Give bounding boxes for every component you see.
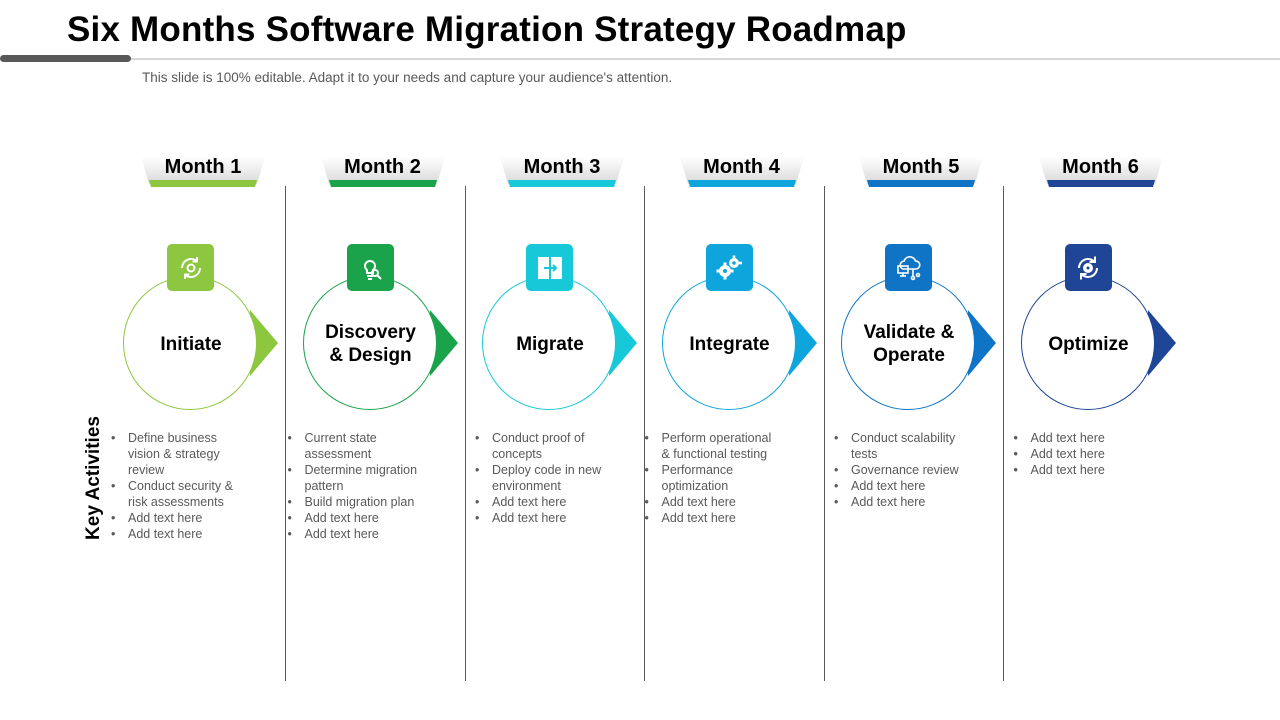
activity-item: Build migration plan [285, 494, 425, 510]
stage-circle-4: Integrate [661, 276, 796, 410]
activity-item: Add text here [831, 478, 971, 494]
column-divider [823, 186, 825, 681]
stage-label: Discovery & Design [325, 322, 416, 366]
activity-item: Current state assessment [285, 430, 425, 462]
month-label: Month 2 [344, 156, 421, 178]
title-accent-bar [0, 55, 131, 62]
activity-item: Add text here [108, 510, 248, 526]
month-label: Month 6 [1062, 156, 1139, 178]
activity-item: Add text here [642, 510, 782, 526]
title-divider [0, 58, 1280, 60]
activity-item: Add text here [831, 494, 971, 510]
activity-item: Add text here [285, 526, 425, 542]
month-label: Month 4 [703, 156, 780, 178]
activity-list-3: Conduct proof of conceptsDeploy code in … [472, 430, 612, 526]
month-header-6: Month 6 [1038, 154, 1163, 188]
month-header-5: Month 5 [859, 154, 983, 188]
column-divider [1003, 186, 1004, 681]
stage-circle-2: Discovery & Design [302, 276, 437, 410]
stage-arrow [429, 310, 458, 376]
stage-circle-3: Migrate [482, 276, 616, 410]
activity-item: Add text here [108, 526, 248, 542]
stage-arrow [788, 310, 817, 376]
activity-item: Performance optimization [642, 462, 782, 494]
activity-item: Conduct security & risk assessments [108, 478, 248, 510]
month-label: Month 1 [164, 156, 242, 178]
stage-circle-6: Optimize [1020, 276, 1155, 410]
slide-title: Six Months Software Migration Strategy R… [67, 10, 907, 49]
month-header-3: Month 3 [500, 154, 624, 188]
activity-list-1: Define business vision & strategy review… [108, 430, 248, 542]
month-label: Month 3 [523, 156, 601, 178]
key-activities-label: Key Activities [83, 416, 104, 540]
stage-arrow [609, 310, 637, 376]
activity-list-4: Perform operational & functional testing… [642, 430, 782, 526]
activity-item: Determine migration pattern [285, 462, 425, 494]
stage-label: Integrate [689, 333, 770, 355]
month-header-4: Month 4 [679, 154, 804, 188]
cloud-network-icon [885, 244, 932, 291]
stage-arrow [250, 310, 278, 376]
activity-item: Add text here [285, 510, 425, 526]
stage-label: Migrate [516, 333, 584, 355]
activity-item: Add text here [1011, 430, 1151, 446]
stage-arrow [968, 310, 996, 376]
activity-item: Governance review [831, 462, 971, 478]
cycle-gear-icon [1064, 244, 1112, 291]
refresh-gear-icon [167, 244, 214, 291]
activity-item: Add text here [1011, 446, 1151, 462]
stage-circle-5: Validate & Operate [841, 276, 975, 410]
activity-item: Deploy code in new environment [472, 462, 612, 494]
month-header-1: Month 1 [141, 154, 265, 188]
activity-item: Perform operational & functional testing [642, 430, 782, 462]
column-divider [464, 186, 466, 681]
stage-label: Initiate [160, 333, 222, 355]
file-transfer-icon [526, 244, 573, 291]
activity-list-2: Current state assessmentDetermine migrat… [285, 430, 425, 542]
gears-icon [705, 244, 753, 291]
month-header-2: Month 2 [320, 154, 445, 188]
stage-label: Optimize [1048, 333, 1129, 355]
activity-item: Add text here [472, 510, 612, 526]
lightbulb-search-icon [346, 244, 394, 291]
activity-item: Add text here [1011, 462, 1151, 478]
activity-list-5: Conduct scalability testsGovernance revi… [831, 430, 971, 510]
stage-circle-1: Initiate [123, 276, 257, 410]
stage-label: Validate & Operate [863, 322, 955, 366]
slide-subtitle: This slide is 100% editable. Adapt it to… [142, 70, 673, 85]
activity-item: Add text here [472, 494, 612, 510]
month-label: Month 5 [882, 156, 960, 178]
activity-item: Conduct scalability tests [831, 430, 971, 462]
stage-arrow [1147, 310, 1176, 376]
activity-item: Conduct proof of concepts [472, 430, 612, 462]
activity-item: Define business vision & strategy review [108, 430, 248, 478]
activity-item: Add text here [642, 494, 782, 510]
activity-list-6: Add text hereAdd text hereAdd text here [1011, 430, 1151, 478]
